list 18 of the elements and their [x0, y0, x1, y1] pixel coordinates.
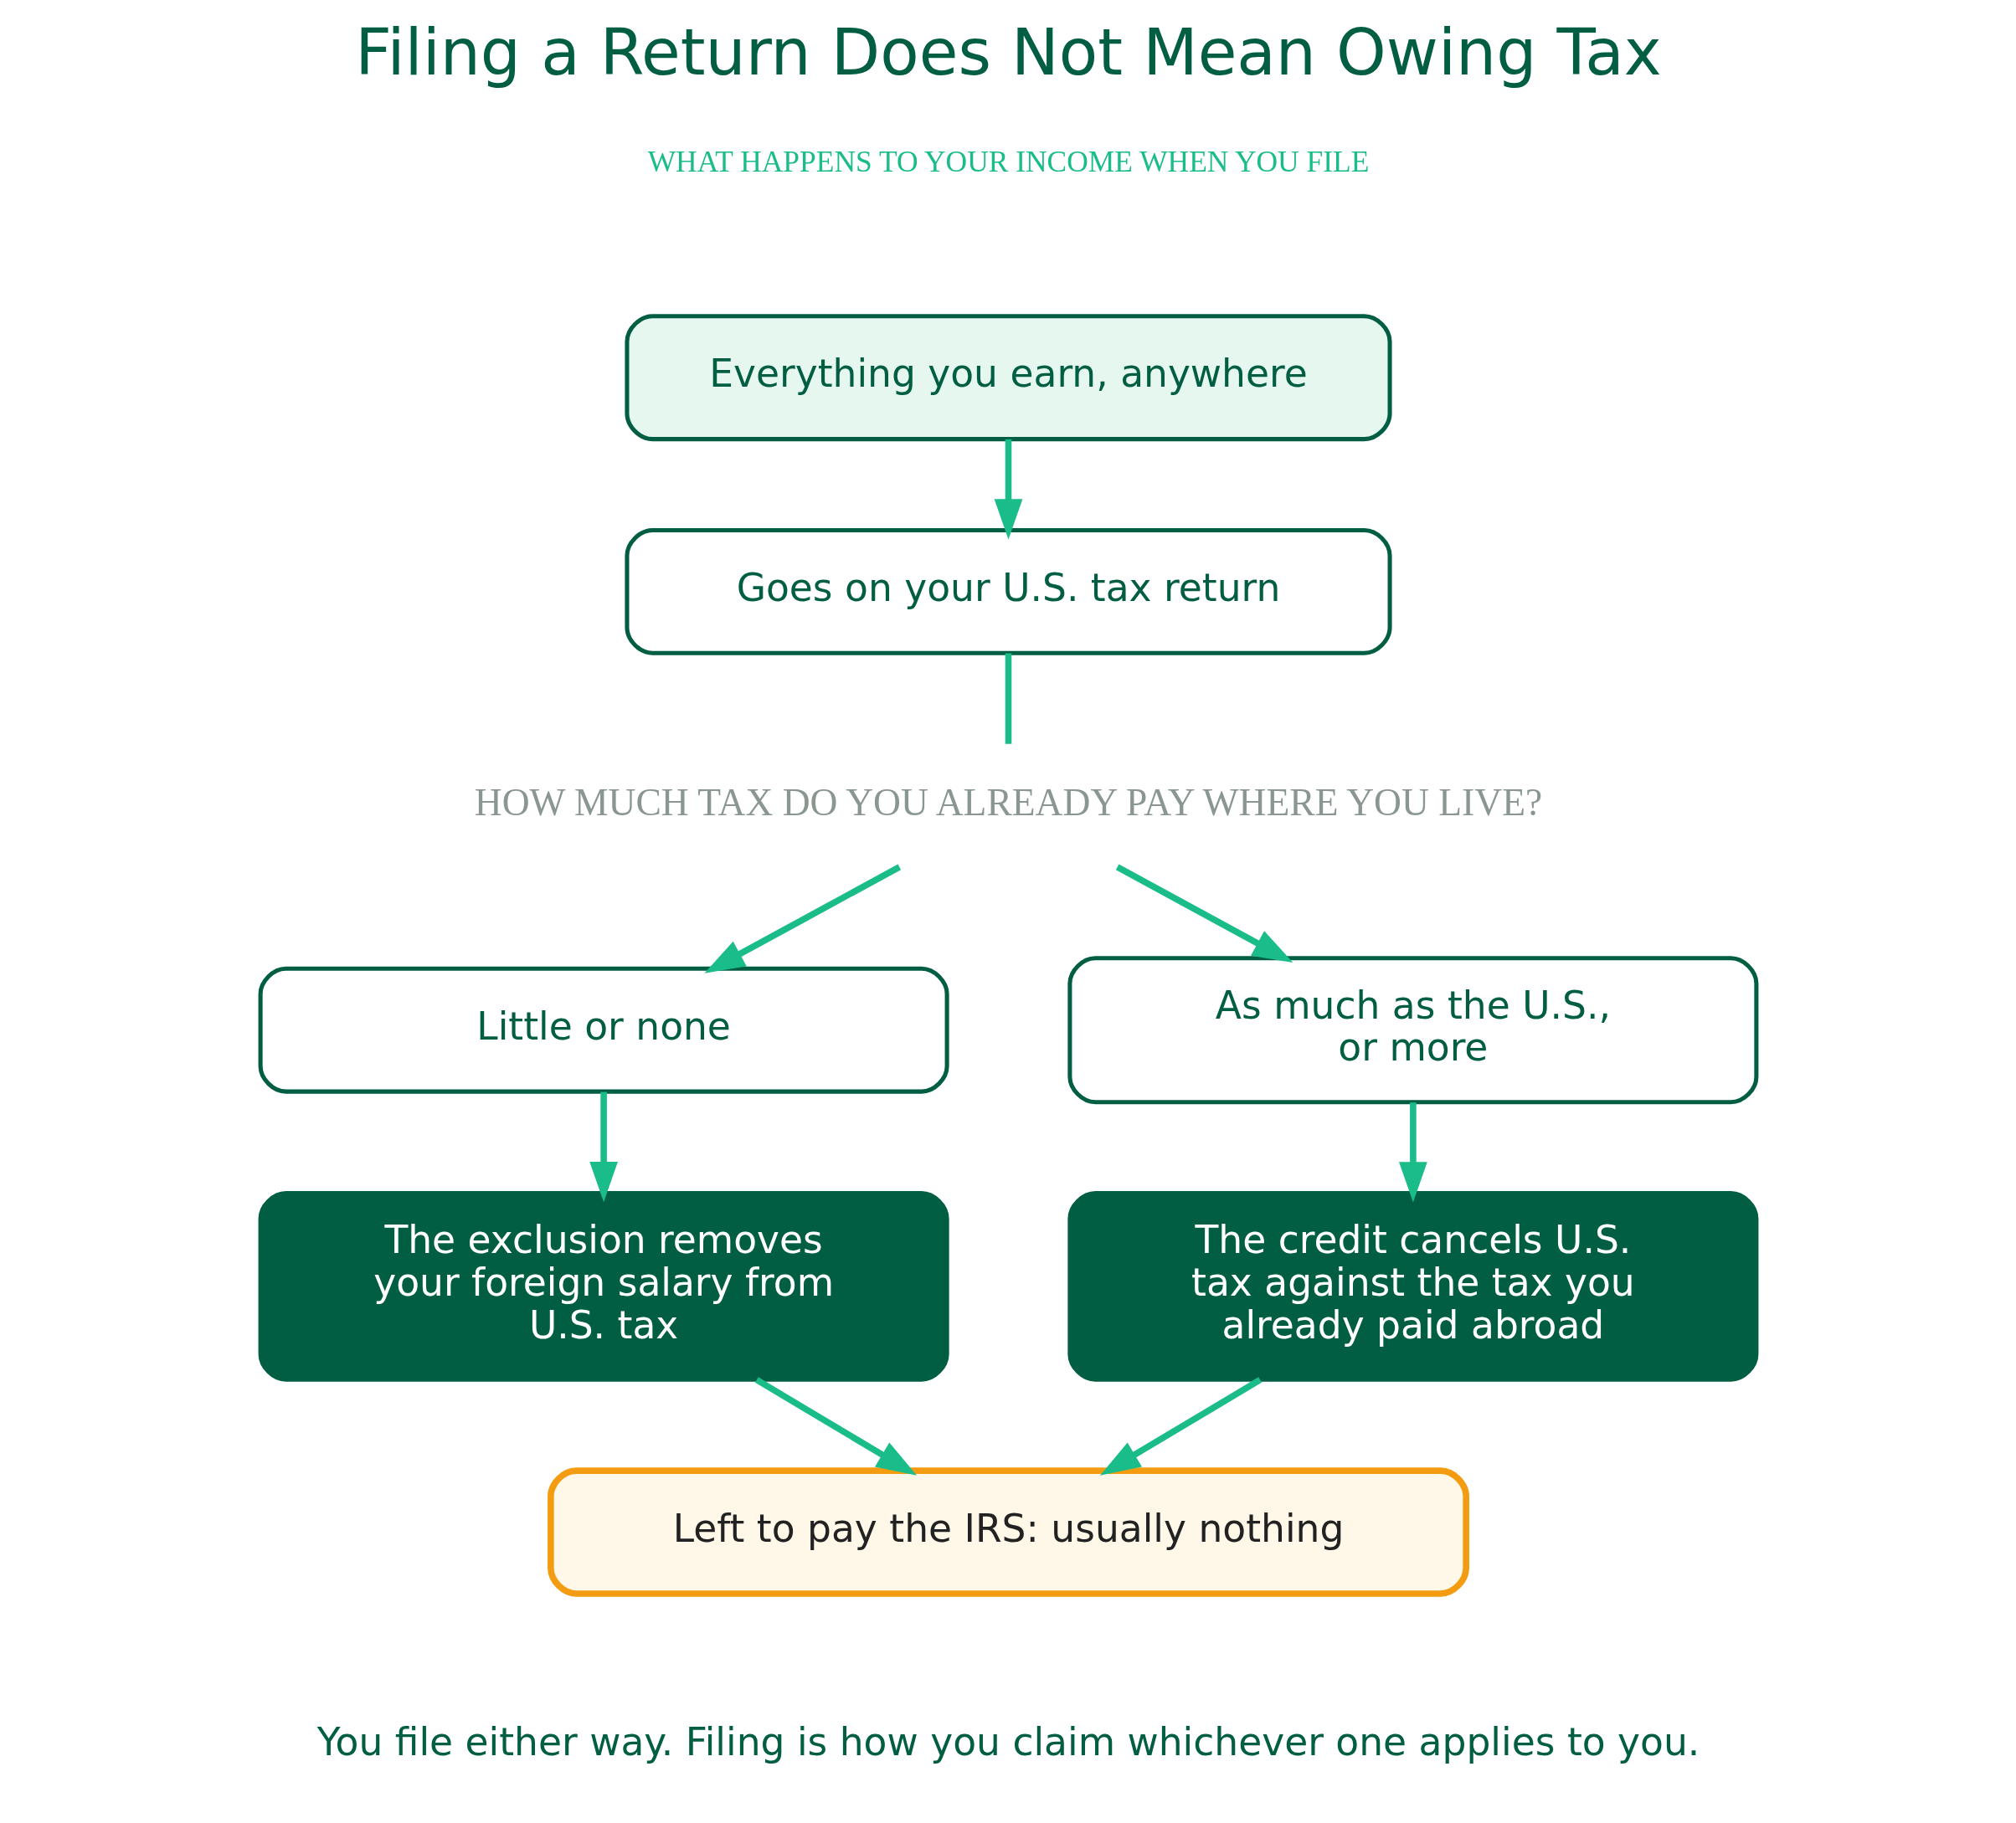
arrow: [1115, 864, 1293, 963]
arrow: [754, 1377, 917, 1476]
node-box: The exclusion removes your foreign salary from U.S. tax: [258, 1191, 949, 1382]
node-box: Everything you earn, anywhere: [624, 314, 1392, 442]
arrow: [703, 864, 901, 973]
diagram-title: Filing a Return Does Not Mean Owing Tax: [354, 16, 1662, 90]
node-box: Left to pay the IRS: usually nothing: [547, 1467, 1469, 1597]
arrow: [1398, 1102, 1427, 1203]
arrow: [589, 1091, 618, 1203]
label: WHAT HAPPENS TO YOUR INCOME WHEN YOU FILE: [647, 144, 1369, 178]
node-box: The credit cancels U.S. tax against the tax you already paid abroad: [1067, 1191, 1758, 1382]
node-box: Goes on your U.S. tax return: [624, 527, 1392, 655]
node-box: As much as the U.S., or more: [1067, 956, 1758, 1105]
caption: You file either way. Filing is how you claim whichever one applies to you.: [316, 1720, 1700, 1765]
arrow: [994, 439, 1022, 540]
arrow: [1099, 1377, 1262, 1476]
node-box: Little or none: [258, 966, 949, 1094]
node-text: HOW MUCH TAX DO YOU ALREADY PAY WHERE YOU LIVE?: [474, 780, 1542, 824]
